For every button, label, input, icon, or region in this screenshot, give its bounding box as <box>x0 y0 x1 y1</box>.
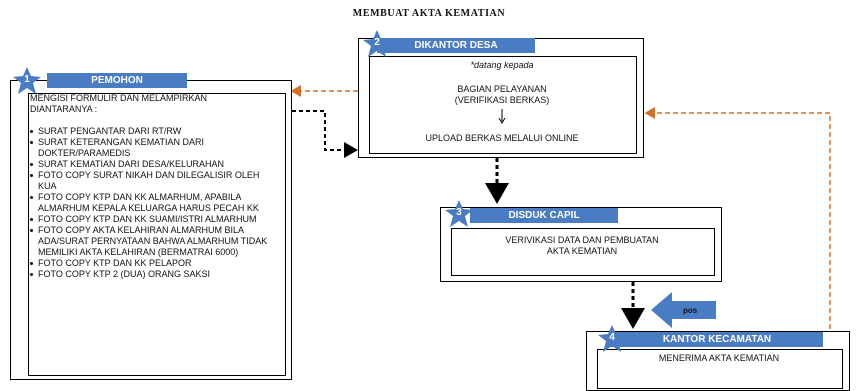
kantor-desa-line3: UPLOAD BERKAS MELALUI ONLINE <box>425 133 579 143</box>
requirement-item: FOTO COPY KTP DAN KK PELAPOR <box>30 258 274 269</box>
step-1-number: 1 <box>24 74 30 85</box>
kantor-desa-line2: (VERIFIKASI BERKAS) <box>454 95 550 105</box>
step-3-star-badge: 3 <box>444 199 474 229</box>
kantor-kecamatan-line1: MENERIMA AKTA KEMATIAN <box>658 353 780 363</box>
requirement-item: FOTO COPY KTP DAN KK SUAMI/ISTRI ALMARHU… <box>30 214 274 225</box>
kantor-kecamatan-inner-box <box>597 349 843 389</box>
requirement-item: SURAT KEMATIAN DARI DESA/KELURAHAN <box>30 159 274 170</box>
diagram-title: MEMBUAT AKTA KEMATIAN <box>352 8 506 19</box>
step-2-star-badge: 2 <box>362 29 392 59</box>
requirement-item: SURAT PENGANTAR DARI RT/RW <box>30 126 274 137</box>
step-4-number: 4 <box>609 332 615 343</box>
requirement-item: FOTO COPY KTP 2 (DUA) ORANG SAKSI <box>30 269 274 280</box>
disduk-capil-line1: VERIVIKASI DATA DAN PEMBUATAN <box>505 235 659 245</box>
disduk-capil-box: DISDUK CAPIL VERIVIKASI DATA DAN PEMBUAT… <box>440 207 722 282</box>
pemohon-requirements-list: SURAT PENGANTAR DARI RT/RW SURAT KETERAN… <box>30 126 274 280</box>
pos-arrow-shape <box>651 292 716 328</box>
disduk-capil-line2: AKTA KEMATIAN <box>546 246 618 256</box>
requirement-item: SURAT KETERANGAN KEMATIAN DARI DOKTER/PA… <box>30 137 274 159</box>
kantor-desa-line1: BAGIAN PELAYANAN <box>457 84 547 94</box>
pemohon-header: PEMOHON <box>47 73 187 88</box>
kantor-kecamatan-box: KANTOR KECAMATAN MENERIMA AKTA KEMATIAN <box>586 331 850 391</box>
kantor-desa-box: DIKANTOR DESA *datang kepada BAGIAN PELA… <box>358 38 644 158</box>
pemohon-inner-box <box>28 93 286 376</box>
kantor-desa-header: DIKANTOR DESA <box>377 38 535 53</box>
step-2-number: 2 <box>374 37 380 48</box>
kantor-desa-inner-box <box>369 56 637 154</box>
down-arrow-icon <box>498 109 506 124</box>
disduk-capil-inner-box <box>451 228 715 276</box>
arrow-kecamatan-to-desa <box>644 107 831 345</box>
kantor-kecamatan-header: KANTOR KECAMATAN <box>611 332 823 347</box>
requirement-item: FOTO COPY SURAT NIKAH DAN DILEGALISIR OL… <box>30 170 274 192</box>
step-1-star-badge: 1 <box>12 66 42 96</box>
step-4-star-badge: 4 <box>597 324 627 354</box>
requirement-item: FOTO COPY AKTA KELAHIRAN ALMARHUM BILA A… <box>30 225 274 258</box>
disduk-capil-header: DISDUK CAPIL <box>470 208 618 223</box>
step-3-number: 3 <box>456 207 462 218</box>
kantor-desa-note: *datang kepada <box>470 60 534 70</box>
pemohon-box: PEMOHON MENGISI FORMULIR DAN MELAMPIRKAN… <box>10 73 292 380</box>
pemohon-intro: MENGISI FORMULIR DAN MELAMPIRKAN DIANTAR… <box>30 93 208 114</box>
requirement-item: FOTO COPY KTP DAN KK ALMARHUM, APABILA A… <box>30 192 274 214</box>
arrow-pemohon-to-desa <box>292 110 358 158</box>
pos-label: pos <box>683 306 698 315</box>
